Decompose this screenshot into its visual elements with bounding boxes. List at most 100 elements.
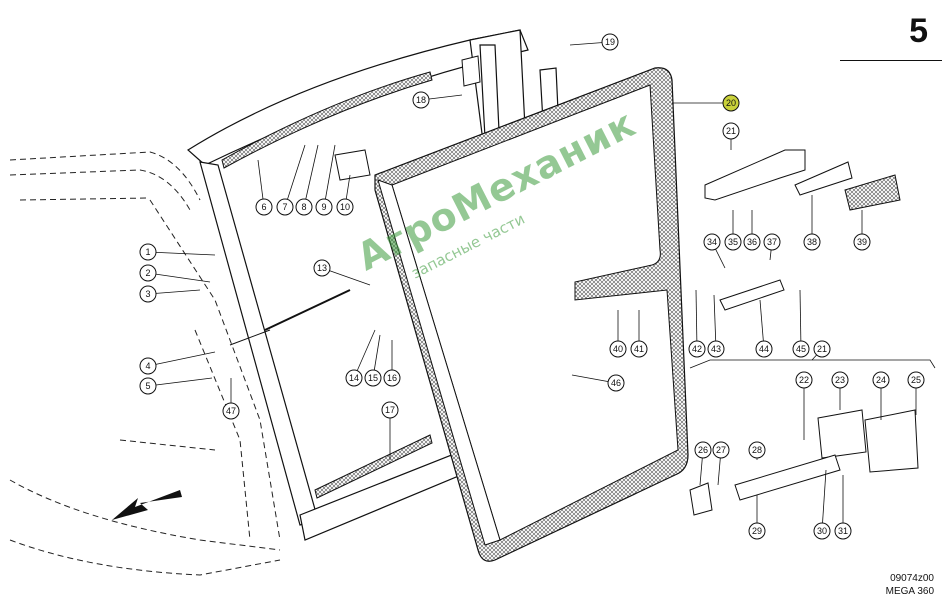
callout-leader — [147, 289, 201, 295]
callout-number: 40 — [613, 344, 623, 354]
callout-number: 46 — [611, 378, 621, 388]
callout-number: 23 — [835, 375, 845, 385]
callout-circle — [364, 369, 382, 387]
callout-2: 2 — [139, 264, 211, 283]
callout-7: 7 — [276, 144, 306, 216]
callout-leader — [713, 294, 717, 350]
callout-circle — [703, 233, 721, 251]
callout-10: 10 — [336, 174, 354, 216]
callout-number: 16 — [387, 373, 397, 383]
door-glass — [391, 84, 679, 541]
callout-circle — [139, 243, 157, 261]
callout-circle — [834, 522, 852, 540]
callout-number: 43 — [711, 344, 721, 354]
callout-number: 26 — [698, 445, 708, 455]
callout-number: 6 — [261, 202, 266, 212]
callout-4: 4 — [139, 351, 216, 375]
callout-leader — [147, 272, 211, 283]
callout-13: 13 — [313, 259, 371, 286]
callout-circle — [139, 357, 157, 375]
callout-22: 22 — [795, 371, 813, 440]
callout-number: 38 — [807, 237, 817, 247]
callout-number: 17 — [385, 405, 395, 415]
callout-26: 26 — [694, 441, 712, 486]
callout-circle — [607, 374, 625, 392]
callout-circle — [688, 340, 706, 358]
drawing-code: 09074z00 — [890, 573, 934, 584]
callout-circle — [276, 198, 294, 216]
callout-number: 9 — [321, 202, 326, 212]
callout-number: 44 — [759, 344, 769, 354]
callout-number: 2 — [145, 268, 150, 278]
callout-34: 34 — [703, 233, 726, 269]
callout-17: 17 — [381, 401, 399, 460]
callout-circle — [743, 233, 761, 251]
callout-circle — [222, 402, 240, 420]
callout-circle — [755, 340, 773, 358]
gas-strut — [229, 289, 351, 346]
drawing-code-block: 09074z00 MEGA 360 — [886, 572, 934, 598]
callout-number: 25 — [911, 375, 921, 385]
callout-number: 47 — [226, 406, 236, 416]
callout-number: 37 — [767, 237, 777, 247]
callout-number: 15 — [368, 373, 378, 383]
cab-outline-dashed — [9, 151, 281, 576]
callout-number: 1 — [145, 247, 150, 257]
callout-number: 35 — [728, 237, 738, 247]
callout-circle — [412, 91, 430, 109]
callout-number: 19 — [605, 37, 615, 47]
callout-circle — [295, 198, 313, 216]
callout-circle — [763, 233, 781, 251]
callout-47: 47 — [222, 378, 240, 420]
callout-circle — [795, 371, 813, 389]
callout-circle — [345, 369, 363, 387]
hinge-bracket — [461, 55, 481, 87]
callout-circle — [707, 340, 725, 358]
callout-leader — [323, 144, 336, 208]
callout-leader — [695, 289, 698, 350]
callout-number: 36 — [747, 237, 757, 247]
callout-leader — [147, 251, 216, 256]
callout-circle — [724, 233, 742, 251]
callout-leader — [821, 469, 827, 532]
callout-3: 3 — [139, 285, 201, 303]
callout-circle — [315, 198, 333, 216]
callout-27: 27 — [712, 441, 730, 486]
callout-38: 38 — [803, 195, 821, 251]
callout-circle — [722, 122, 740, 140]
callout-35: 35 — [724, 210, 742, 251]
callout-number: 29 — [752, 526, 762, 536]
callout-circle — [907, 371, 925, 389]
callout-number: 28 — [752, 445, 762, 455]
callout-number: 41 — [634, 344, 644, 354]
callout-circle — [601, 33, 619, 51]
callout-circle — [831, 371, 849, 389]
callout-31: 31 — [834, 475, 852, 540]
callout-18: 18 — [412, 91, 463, 109]
callout-8: 8 — [295, 144, 319, 216]
callout-circle — [722, 94, 740, 112]
callout-circle — [694, 441, 712, 459]
callout-40: 40 — [609, 310, 627, 358]
callout-41: 41 — [630, 310, 648, 358]
callout-number: 31 — [838, 526, 848, 536]
callout-number: 20 — [726, 98, 736, 108]
callout-circle — [139, 377, 157, 395]
callout-circle — [336, 198, 354, 216]
callout-leader — [284, 144, 306, 208]
callout-44: 44 — [755, 299, 773, 358]
callout-19: 19 — [569, 33, 619, 51]
callout-43: 43 — [707, 294, 725, 358]
callout-25: 25 — [907, 371, 925, 415]
model-name: MEGA 360 — [885, 586, 934, 597]
callout-circle — [630, 340, 648, 358]
callout-number: 13 — [317, 263, 327, 273]
callout-number: 21 — [817, 344, 827, 354]
callout-36: 36 — [743, 210, 761, 251]
callout-number: 27 — [716, 445, 726, 455]
lower-seal-strip — [314, 434, 433, 499]
callout-number: 7 — [282, 202, 287, 212]
callout-number: 21 — [726, 126, 736, 136]
callout-37: 37 — [763, 233, 781, 261]
callout-42: 42 — [688, 289, 706, 358]
